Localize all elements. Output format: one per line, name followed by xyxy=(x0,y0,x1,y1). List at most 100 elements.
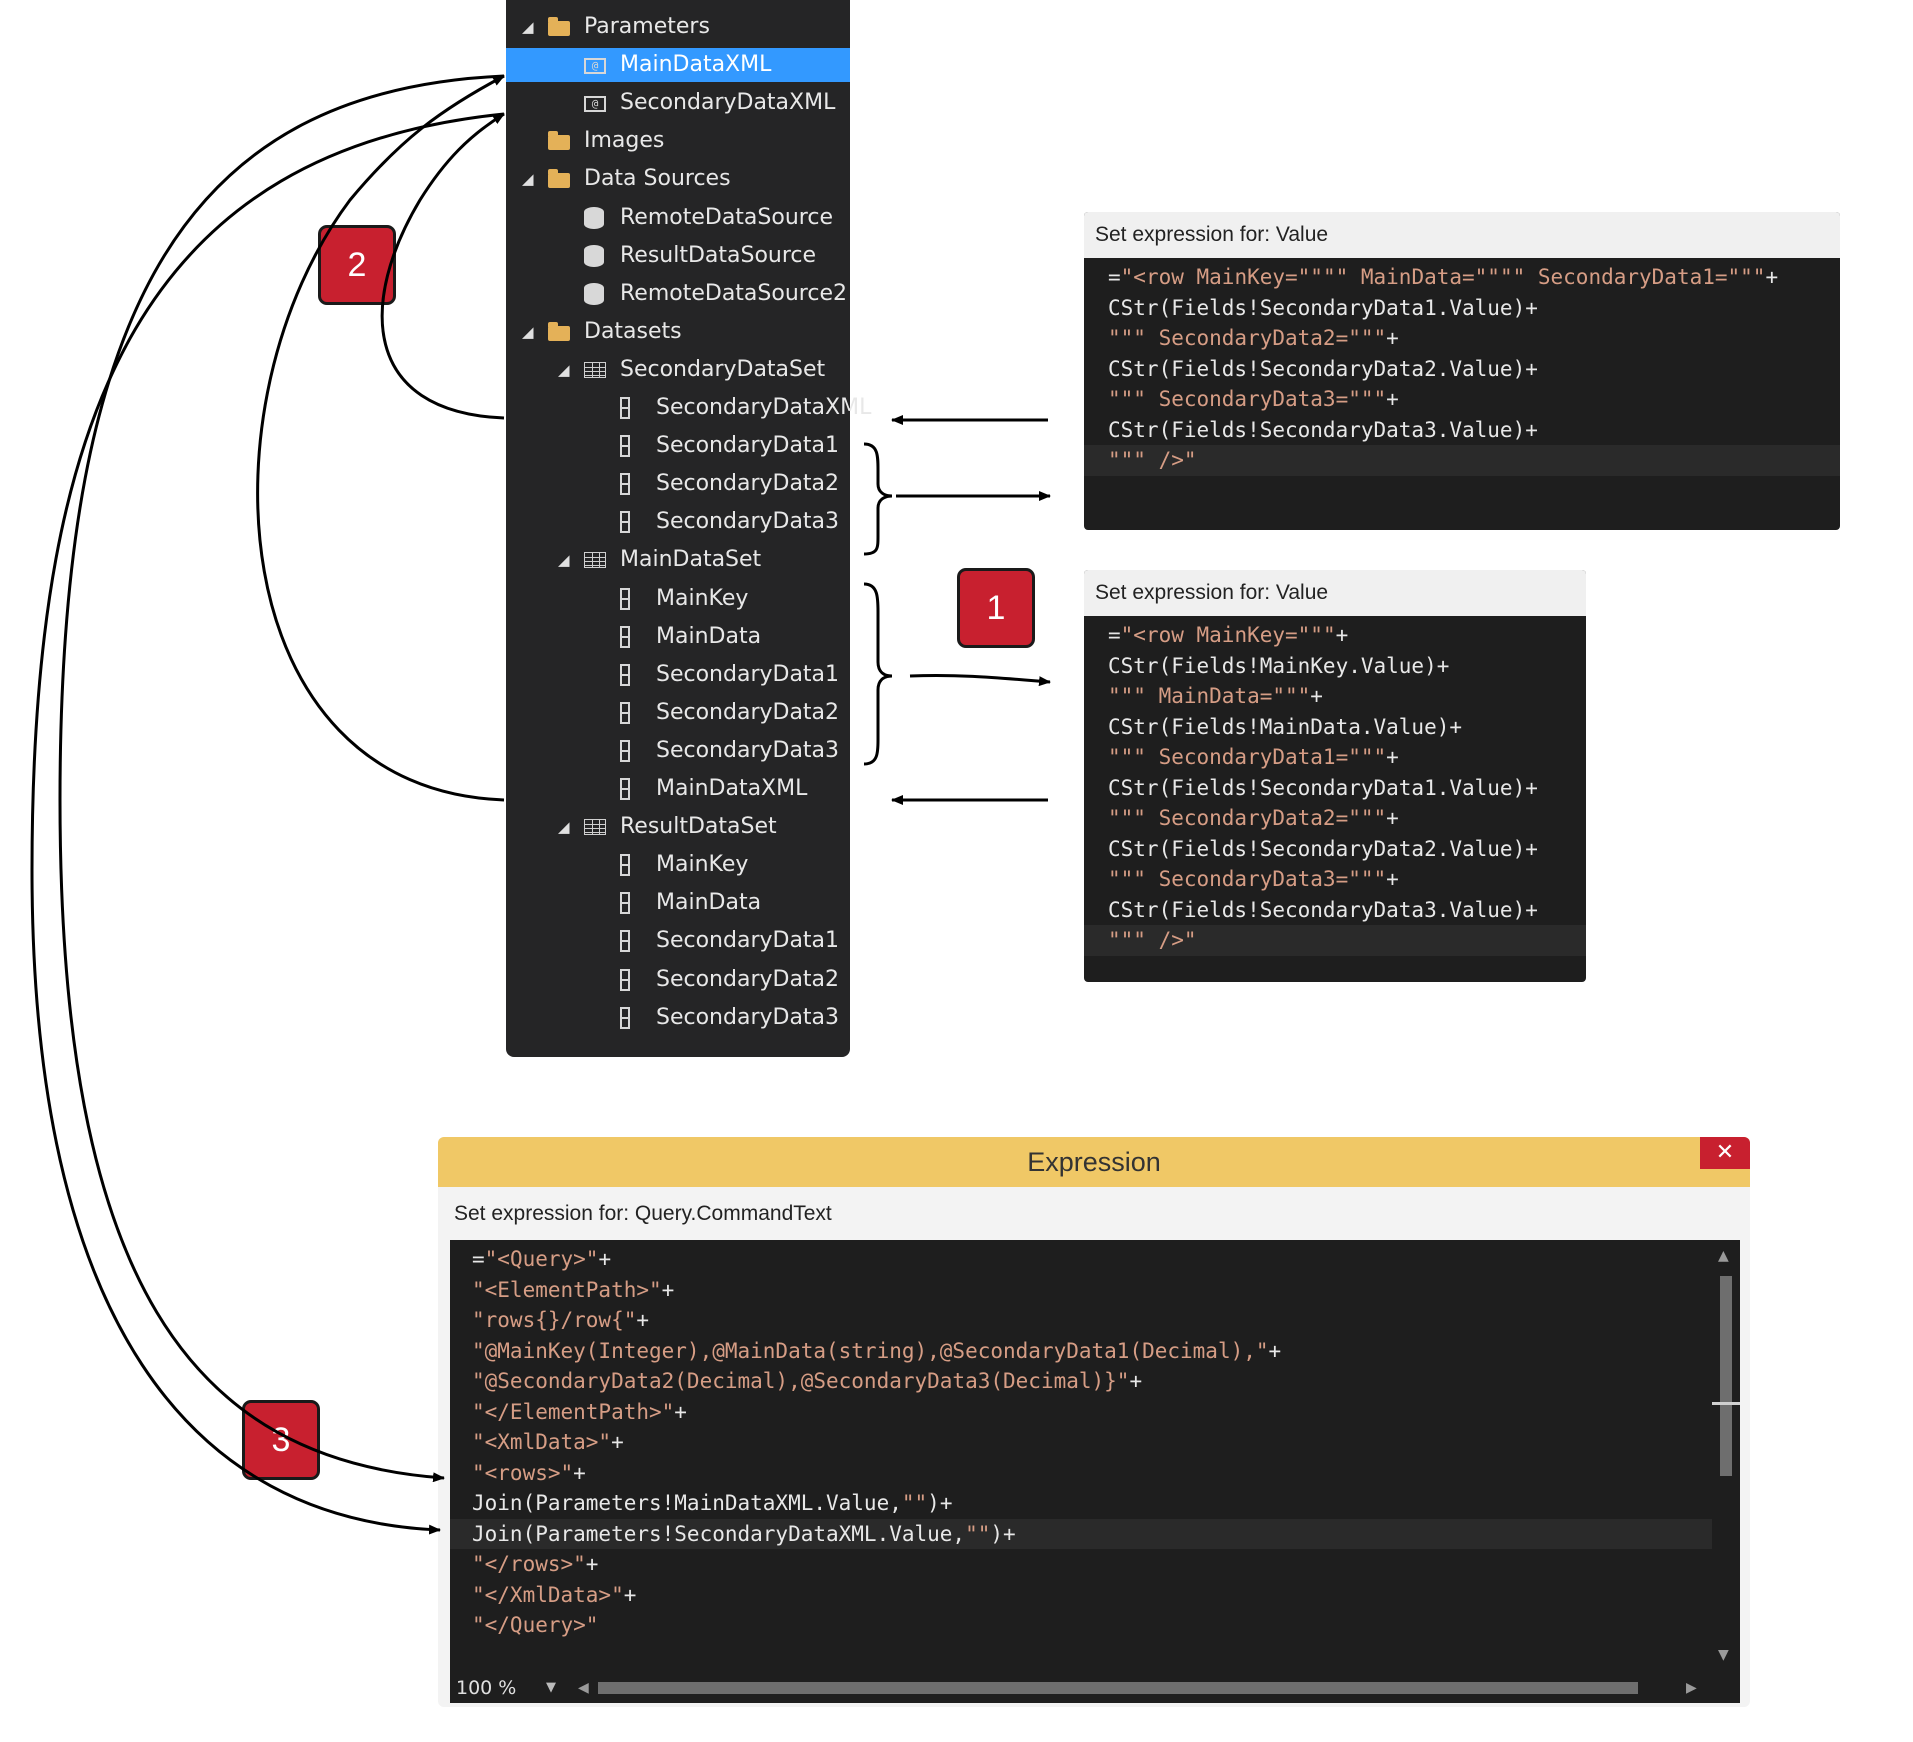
tree-item-maindataset[interactable]: ◢ MainDataSet xyxy=(506,543,850,577)
main-xml-expression-panel: Set expression for: Value ="<row MainKey… xyxy=(1084,570,1586,982)
tree-item-label: SecondaryData2 xyxy=(656,966,840,992)
db-icon xyxy=(584,244,604,267)
tree-item-maindataxml[interactable]: @MainDataXML xyxy=(506,48,850,83)
field-icon xyxy=(620,625,630,648)
tree-item-secondarydataset[interactable]: ◢SecondaryDataSet xyxy=(506,353,850,387)
field-icon xyxy=(620,701,630,724)
tree-item-label: MainData xyxy=(656,890,762,916)
vertical-scrollbar[interactable]: ▲ ▼ xyxy=(1712,1240,1740,1673)
code-line: "</Query>" xyxy=(472,1613,599,1637)
scroll-up-icon[interactable]: ▲ xyxy=(1718,1248,1729,1264)
zoom-dropdown-icon[interactable]: ▼ xyxy=(546,1680,556,1695)
folder-icon xyxy=(548,321,570,341)
param-icon: @ xyxy=(584,96,606,113)
expression-code: ="<row MainKey="""" MainData="""" Second… xyxy=(1084,258,1840,476)
code-line: CStr(Fields!SecondaryData1.Value)+ xyxy=(1108,775,1538,800)
arrow-secondary-xml-to-parameter xyxy=(380,112,505,420)
tree-item-resultdatasource[interactable]: ResultDataSource xyxy=(506,239,850,273)
table-icon xyxy=(584,819,606,836)
code-line: ="<Query>"+ xyxy=(472,1247,612,1271)
tree-item-secondarydataxml[interactable]: @ SecondaryDataXML xyxy=(506,86,850,120)
tree-item-secondarydataxml[interactable]: SecondaryDataXML xyxy=(506,391,871,425)
code-line: """ SecondaryData3="""+ xyxy=(1108,387,1399,411)
tree-item-label: SecondaryData3 xyxy=(656,737,840,763)
tree-item-parameters[interactable]: ◢Parameters xyxy=(506,10,850,44)
folder-icon xyxy=(548,169,570,189)
field-icon xyxy=(620,663,630,686)
arrow-main-xml-to-parameter xyxy=(256,74,505,802)
field-icon xyxy=(620,930,630,953)
code-line: CStr(Fields!SecondaryData3.Value)+ xyxy=(1108,417,1538,442)
tree-item-label: MainKey xyxy=(656,852,749,878)
code-line: """ />" xyxy=(1084,445,1840,476)
dialog-title: Expression xyxy=(1027,1147,1161,1177)
tree-item-maindata[interactable]: MainData xyxy=(506,620,850,654)
tree-item-secondarydata3[interactable]: SecondaryData3 xyxy=(506,734,850,768)
tree-item-data-sources[interactable]: ◢ Data Sources xyxy=(506,162,850,196)
dialog-titlebar: Expression ✕ xyxy=(438,1137,1750,1187)
scroll-down-icon[interactable]: ▼ xyxy=(1718,1647,1729,1663)
expand-arrow-icon[interactable]: ◢ xyxy=(558,551,570,570)
horizontal-scrollbar[interactable] xyxy=(598,1682,1638,1694)
tree-item-datasets[interactable]: ◢ Datasets xyxy=(506,315,850,349)
tree-item-mainkey[interactable]: MainKey xyxy=(506,848,850,882)
tree-item-label: RemoteDataSource2 xyxy=(620,280,847,306)
tree-item-label: Data Sources xyxy=(584,166,731,192)
tree-item-label: Datasets xyxy=(584,318,682,344)
scroll-thumb[interactable] xyxy=(1720,1276,1732,1476)
close-button[interactable]: ✕ xyxy=(1700,1137,1750,1169)
code-line: ="<row MainKey="""+ xyxy=(1108,623,1349,647)
tree-item-remotedatasource2[interactable]: RemoteDataSource2 xyxy=(506,277,850,311)
zoom-level[interactable]: 100 % xyxy=(456,1677,517,1699)
tree-item-resultdataset[interactable]: ◢ResultDataSet xyxy=(506,810,850,844)
tree-item-label: MainDataSet xyxy=(620,547,762,573)
tree-item-label: Images xyxy=(584,128,665,154)
tree-item-secondarydata2[interactable]: SecondaryData2 xyxy=(506,696,850,730)
callout-badge-2: 2 xyxy=(318,225,396,305)
tree-item-maindataxml[interactable]: MainDataXML xyxy=(506,772,850,806)
field-icon xyxy=(620,968,630,991)
expand-arrow-icon[interactable]: ◢ xyxy=(558,360,570,379)
tree-item-maindata[interactable]: MainData xyxy=(506,886,850,920)
tree-item-secondarydata3[interactable]: SecondaryData3 xyxy=(506,1001,850,1035)
tree-item-label: SecondaryData1 xyxy=(656,928,840,954)
expand-arrow-icon[interactable]: ◢ xyxy=(558,818,570,837)
code-line: ="<row MainKey="""" MainData="""" Second… xyxy=(1108,265,1779,289)
code-line: "<rows>"+ xyxy=(472,1460,586,1485)
tree-item-secondarydata2[interactable]: SecondaryData2 xyxy=(506,963,850,997)
tree-item-label: MainData xyxy=(656,623,762,649)
db-icon xyxy=(584,282,604,305)
field-icon xyxy=(620,892,630,915)
tree-item-remotedatasource[interactable]: RemoteDataSource xyxy=(506,201,850,235)
scroll-left-icon[interactable]: ◀ xyxy=(578,1680,589,1696)
expression-editor[interactable]: ="<Query>"+"<ElementPath>"+"rows{}/row{"… xyxy=(450,1240,1740,1673)
tree-item-images[interactable]: Images xyxy=(506,124,850,158)
field-icon xyxy=(620,739,630,762)
expand-arrow-icon[interactable]: ◢ xyxy=(522,170,534,189)
tree-item-secondarydata2[interactable]: SecondaryData2 xyxy=(506,467,850,501)
tree-item-secondarydata1[interactable]: SecondaryData1 xyxy=(506,924,850,958)
tree-item-label: RemoteDataSource xyxy=(620,204,833,230)
code-line: """ SecondaryData1="""+ xyxy=(1108,745,1399,769)
scroll-right-icon[interactable]: ▶ xyxy=(1686,1680,1697,1696)
arrow-secondary-parameter-to-query xyxy=(30,112,505,1535)
field-icon xyxy=(620,473,630,496)
folder-icon xyxy=(548,131,570,151)
tree-item-secondarydata3[interactable]: SecondaryData3 xyxy=(506,505,850,539)
code-line: "<ElementPath>"+ xyxy=(472,1277,675,1302)
tree-item-label: SecondaryDataXML xyxy=(620,90,836,116)
code-line: "</XmlData>"+ xyxy=(472,1582,637,1607)
brace-secondary-fields xyxy=(863,442,893,556)
expression-code[interactable]: ="<Query>"+"<ElementPath>"+"rows{}/row{"… xyxy=(450,1240,1740,1641)
expand-arrow-icon[interactable]: ◢ xyxy=(522,18,534,36)
code-line: CStr(Fields!SecondaryData2.Value)+ xyxy=(1108,836,1538,861)
callout-badge-1: 1 xyxy=(957,568,1035,648)
field-icon xyxy=(620,397,630,419)
code-line: CStr(Fields!MainKey.Value)+ xyxy=(1108,653,1450,678)
code-line: """ />" xyxy=(1084,925,1586,956)
code-line: "@SecondaryData2(Decimal),@SecondaryData… xyxy=(472,1369,1143,1393)
expand-arrow-icon[interactable]: ◢ xyxy=(522,322,534,341)
tree-item-secondarydata1[interactable]: SecondaryData1 xyxy=(506,658,850,692)
tree-item-mainkey[interactable]: MainKey xyxy=(506,582,850,616)
tree-item-secondarydata1[interactable]: SecondaryData1 xyxy=(506,429,850,463)
